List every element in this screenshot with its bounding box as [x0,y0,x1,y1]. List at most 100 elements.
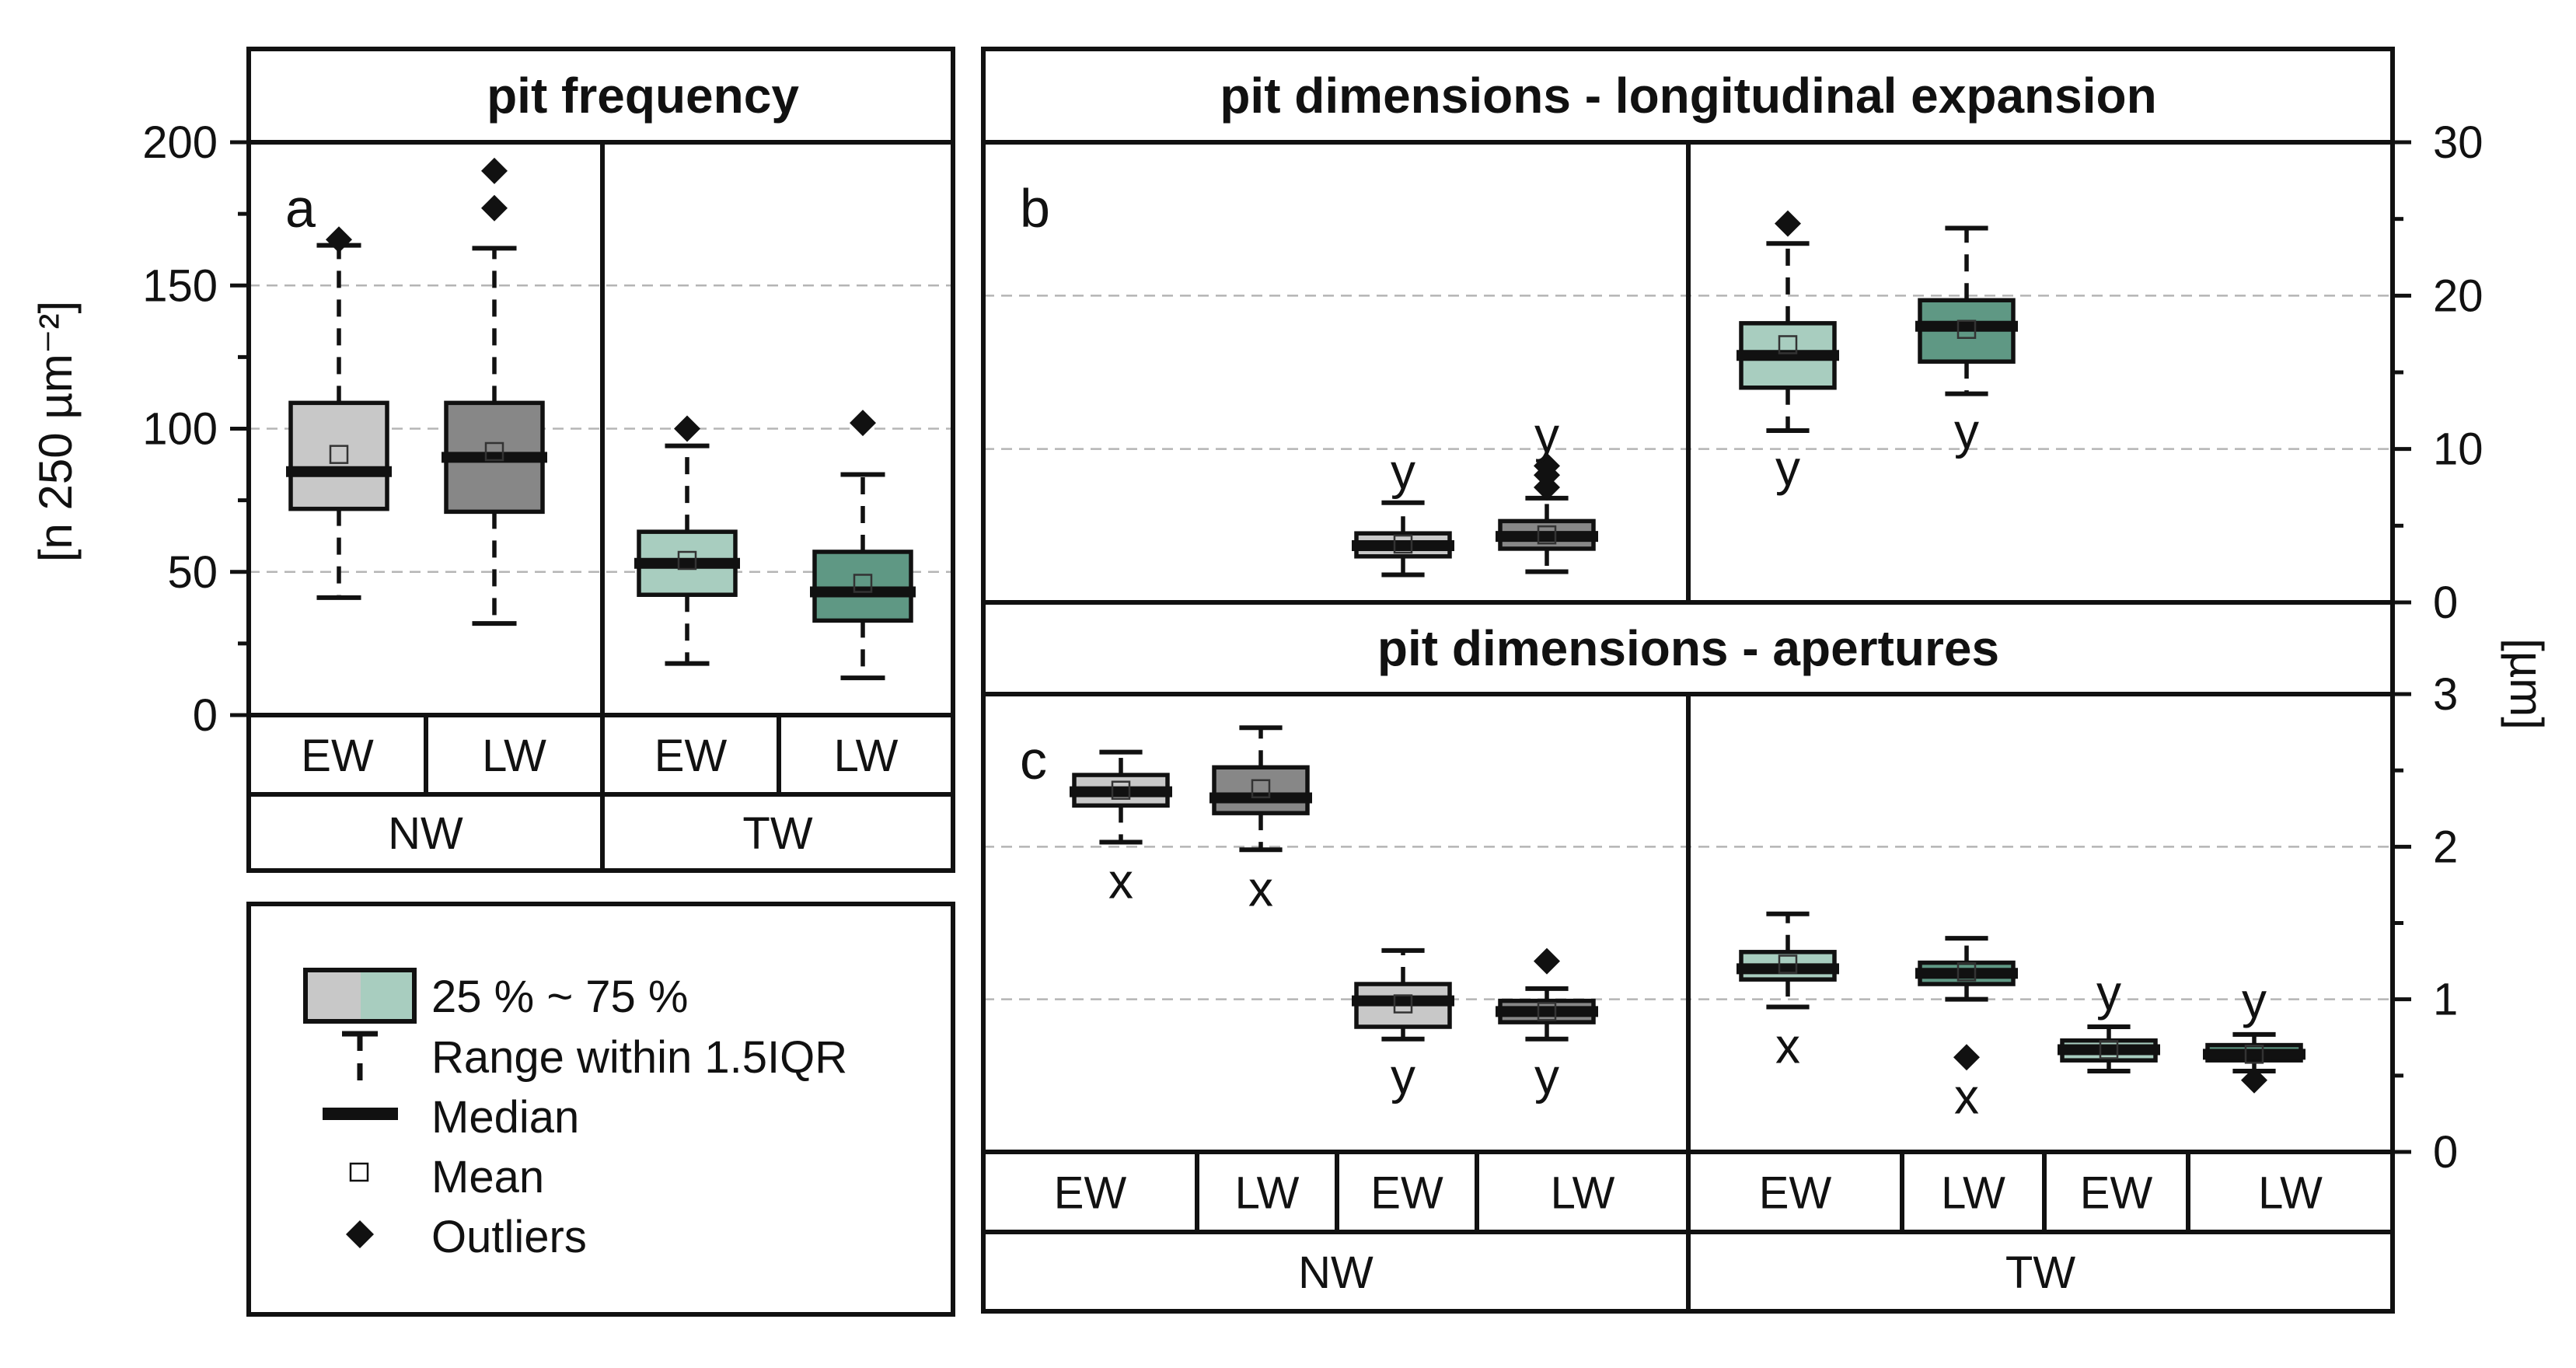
outlier-marker [1775,210,1801,237]
boxplot: y [1352,947,1454,1105]
x-category-label: LW [482,731,546,781]
legend-label-outliers: Outliers [431,1212,587,1262]
y-tick-label: 150 [142,260,218,311]
mean-marker [1537,1002,1557,1021]
significance-letter: y [1391,1049,1415,1105]
x-category-label: EW [1759,1168,1832,1219]
outlier-marker [481,194,508,222]
boxplot: y [1496,947,1598,1105]
significance-letter: x [1108,853,1133,909]
significance-letter: y [2096,965,2121,1021]
iqr-box [288,400,389,511]
y-tick-label: 0 [193,690,218,741]
legend-box-swatch-teal [361,970,414,1021]
boxplot: y [2058,965,2160,1073]
boxplot: y [2203,972,2305,1094]
legend-frame [246,902,955,1317]
x-category-label: LW [2258,1168,2323,1219]
panel-a-letter: a [285,178,316,239]
mean-marker [1251,779,1271,798]
y-tick-label: 30 [2433,117,2484,168]
significance-letter: y [1534,407,1559,462]
x-category-label: EW [301,731,374,781]
significance-letter: y [1775,440,1800,496]
x-group-label: TW [2005,1248,2075,1298]
x-category-label: EW [1054,1168,1127,1219]
y-tick-label: 100 [142,404,218,455]
frame-layer [230,47,2411,1314]
mean-marker [1393,994,1413,1014]
boxplot [442,157,547,626]
x-group-label: NW [388,808,463,859]
boxplot: y [1915,225,2018,459]
outlier-marker [481,157,508,184]
mean-marker [2244,1045,2264,1064]
y-tick-label: 10 [2433,424,2484,475]
boxplot [286,226,392,600]
y-tick-label: 20 [2433,270,2484,321]
boxplot: x [1209,725,1312,916]
outlier-marker [326,226,352,253]
y-tick-label: 50 [167,547,218,598]
iqr-box [1212,765,1310,815]
mean-marker [1778,335,1798,354]
x-category-label: LW [834,731,899,781]
outlier-marker [674,415,700,442]
y-tick-label: 2 [2433,822,2458,872]
significance-letter: x [1248,860,1273,916]
mean-marker [1956,319,1977,339]
y-tick-label: 0 [2433,1127,2458,1178]
boxplot [810,410,916,681]
significance-letter: x [1775,1017,1800,1073]
y-tick-label: 0 [2433,578,2458,628]
x-category-label: EW [2080,1168,2153,1219]
mean-marker [677,550,697,571]
outlier-marker [1534,947,1560,975]
boxplot: x [1070,749,1172,909]
x-category-label: LW [1941,1168,2005,1219]
mean-marker [1778,954,1798,974]
boxplot: x [1915,936,2018,1124]
significance-letter: y [2242,972,2267,1028]
mean-marker [853,574,873,593]
boxplot: y [1737,210,1839,496]
mean-marker [484,441,504,462]
x-category-label: EW [1370,1168,1443,1219]
panel-c-letter: c [1020,730,1047,790]
outlier-marker [1953,1044,1980,1071]
legend-label-mean: Mean [431,1152,544,1202]
panel-b-title: pit dimensions - longitudinal expansion [1220,68,2156,124]
mean-marker [329,445,349,464]
legend-label-median: Median [431,1092,579,1143]
panel-c-title: pit dimensions - apertures [1377,620,1999,676]
iqr-box [812,550,913,623]
mean-marker [1537,525,1557,545]
mean-marker [1393,534,1413,554]
legend-box-swatch-outline [303,968,417,1024]
x-group-label: TW [742,808,812,859]
legend: 25 % ~ 75 % Range within 1.5IQR Median M… [246,902,955,1317]
y-axis-label-right: [µm] [2501,638,2553,730]
outlier-marker [2241,1066,2267,1094]
y-tick-label: 1 [2433,975,2458,1025]
legend-label-whisker: Range within 1.5IQR [431,1032,847,1083]
y-tick-label: 200 [142,117,218,168]
y-axis-label-left: [n 250 µm⁻²] [30,301,82,562]
boxplot [634,415,740,666]
x-category-label: LW [1235,1168,1300,1219]
mean-marker [1111,780,1131,800]
legend-outlier-marker [346,1220,374,1248]
significance-letter: x [1954,1068,1979,1124]
panel-a-title: pit frequency [487,68,799,124]
legend-mean-marker [349,1162,369,1182]
mean-marker [1956,962,1977,982]
significance-letter: y [1534,1049,1559,1105]
x-group-label: NW [1298,1248,1374,1298]
panel-b-letter: b [1020,178,1050,239]
outlier-marker [850,410,876,437]
grid-layer [249,284,2393,1000]
x-category-label: EW [654,731,728,781]
legend-box-swatch-grey [305,970,361,1021]
